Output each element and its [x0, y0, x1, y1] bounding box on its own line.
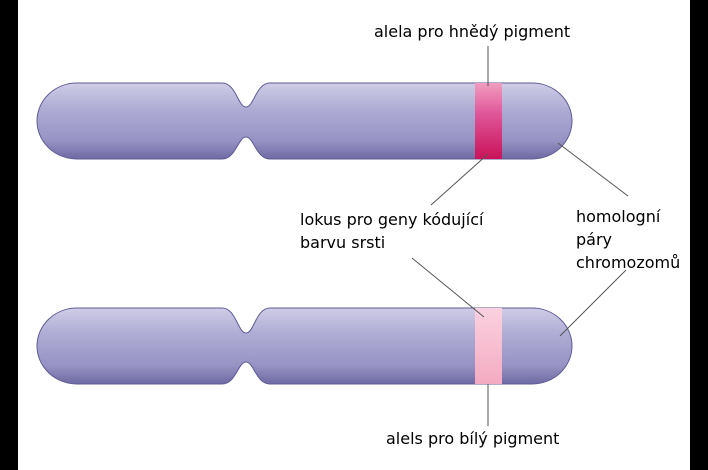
leader-line-homologous-top — [558, 143, 628, 196]
brown-allele-label: alela pro hnědý pigment — [374, 21, 570, 42]
homologous-label-line3: chromozomů — [576, 252, 680, 273]
homologous-label-line2: páry — [576, 229, 612, 250]
brown-allele-band — [475, 80, 502, 162]
chromosome-bottom — [37, 305, 572, 387]
locus-label-line1: lokus pro geny kódující — [300, 209, 483, 230]
chromosome-top — [37, 80, 572, 162]
leader-line-locus-top — [431, 154, 488, 205]
homologous-label-line1: homologní — [576, 206, 660, 227]
locus-label-line2: barvu srsti — [300, 232, 385, 253]
leader-line-homologous-bottom — [560, 270, 626, 336]
white-allele-band — [475, 305, 502, 387]
white-allele-label: alels pro bílý pigment — [386, 428, 559, 449]
